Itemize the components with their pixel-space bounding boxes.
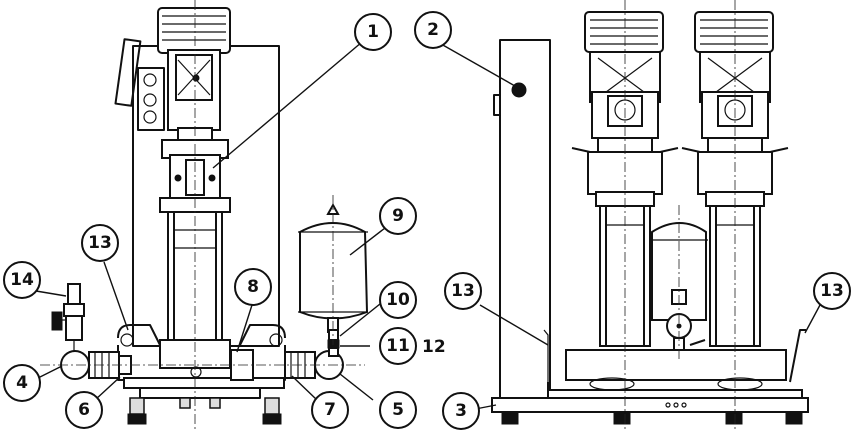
svg-text:14: 14 [10,270,34,290]
callout-6: 6 [65,391,103,429]
callout-13-middle: 13 [444,272,482,310]
callout-14: 14 [3,261,41,299]
svg-text:13: 13 [451,281,475,301]
svg-text:4: 4 [16,373,28,393]
base-frame-side [491,397,809,413]
callout-3: 3 [442,392,480,430]
svg-text:9: 9 [392,206,404,226]
svg-text:13: 13 [88,233,112,253]
vessel-fittings [327,329,340,357]
cabinet-control-box [137,67,165,131]
callout-9: 9 [379,197,417,235]
svg-text:13: 13 [820,281,844,301]
pressure-vessel-side [651,222,707,321]
front-view [40,0,369,430]
svg-text:11: 11 [386,336,410,356]
gauge-valve-assembly [51,283,85,351]
manifold-side [565,349,787,381]
svg-text:3: 3 [455,401,467,421]
cabinet-switch [114,38,142,107]
callout-1: 1 [354,13,392,51]
callout-10: 10 [379,281,417,319]
svg-text:2: 2 [427,20,439,40]
callout-7: 7 [311,391,349,429]
coupling-guard-front [159,139,231,213]
callout-8: 8 [234,268,272,306]
callout-11: 11 [379,327,417,365]
svg-text:8: 8 [247,277,259,297]
callout-2: 2 [414,11,452,49]
svg-text:6: 6 [78,400,90,420]
pump-motor-front [157,7,231,141]
svg-text:7: 7 [324,400,336,420]
callout-4: 4 [3,364,41,402]
side-view [491,0,809,430]
svg-text:5: 5 [392,400,404,420]
callout-5: 5 [379,391,417,429]
leader-lines [29,39,821,413]
svg-text:1: 1 [367,22,379,42]
callout-13-left: 13 [81,224,119,262]
svg-text:10: 10 [386,290,410,310]
label-12: 12 [422,337,446,357]
callout-13-right: 13 [813,272,851,310]
